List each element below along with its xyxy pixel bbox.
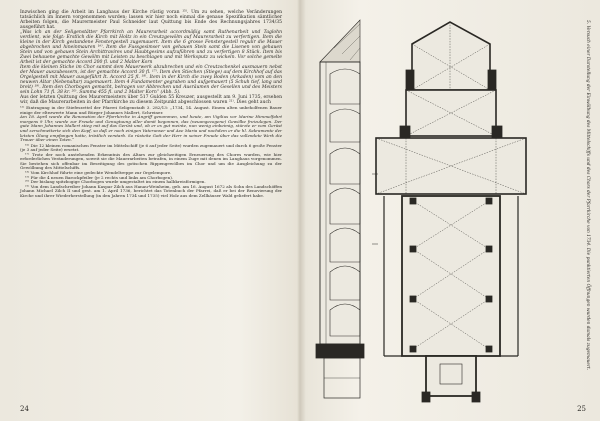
footnote-entry: ²⁰⁾ Der bislang spitzbogige Chorbogen wu… <box>25 179 206 185</box>
body-paragraph: Inzwischen ging die Arbeit im Langhaus d… <box>20 10 282 31</box>
footnote-entry: ²¹⁾ Von dem Landschreiber Johann Kaspar … <box>20 183 282 198</box>
crossing-plan <box>375 137 527 195</box>
figure-caption: 5. Versuch einer Darstellung der Einwölb… <box>585 20 590 371</box>
footnotes: ¹⁶⁾ Die 12 kleinen romanischen Fenster i… <box>20 142 282 199</box>
main-body-text: Inzwischen ging die Arbeit im Langhaus d… <box>20 10 282 105</box>
page-number-left: 24 <box>20 405 29 413</box>
body-paragraph: Aus der letzten Quittung des Maurermeist… <box>20 95 282 106</box>
west-tower-plan <box>421 355 481 403</box>
body-paragraph-quote: Item die kleinen Stiche im Chor sammt de… <box>20 65 282 96</box>
page-number-right: 25 <box>577 405 586 413</box>
footnote-entry: ¹⁹⁾ Für die 4 neuen Barockpfeiler (je 2 … <box>25 174 174 180</box>
footnote-entry: ¹⁸⁾ Vom Kirchhof führte eine gedeckte We… <box>25 169 172 175</box>
chancel-plan <box>405 21 497 91</box>
footnote-entry: ¹⁶⁾ Die 12 kleinen romanischen Fenster i… <box>20 142 282 153</box>
footnote-entry: ¹⁷⁾ Trotz der noch anstehenden Erkenntni… <box>20 151 282 171</box>
section-elevation-strip <box>315 19 365 399</box>
left-page: Inzwischen ging die Arbeit im Langhaus d… <box>0 0 298 421</box>
left-page-text: Inzwischen ging die Arbeit im Langhaus d… <box>20 10 282 198</box>
footnote-entry: ¹⁵⁾ Eintragung in der Stiefeszettel der … <box>20 105 282 115</box>
footnote-quote-block: ¹⁵⁾ Eintragung in der Stiefeszettel der … <box>20 105 282 143</box>
body-paragraph-quote: „Was ich an der Seligenstätter Pfarrkirc… <box>20 30 282 66</box>
nave-plan <box>383 195 519 357</box>
footnote-quote: Am 18. April wurde die Renovation der Pf… <box>20 114 282 143</box>
church-floor-plan-drawing <box>315 19 527 403</box>
right-page: 5. Versuch einer Darstellung der Einwölb… <box>302 0 600 421</box>
figure-caption-area: 5. Versuch einer Darstellung der Einwölb… <box>554 20 590 400</box>
choir-bay-plan <box>399 89 503 141</box>
